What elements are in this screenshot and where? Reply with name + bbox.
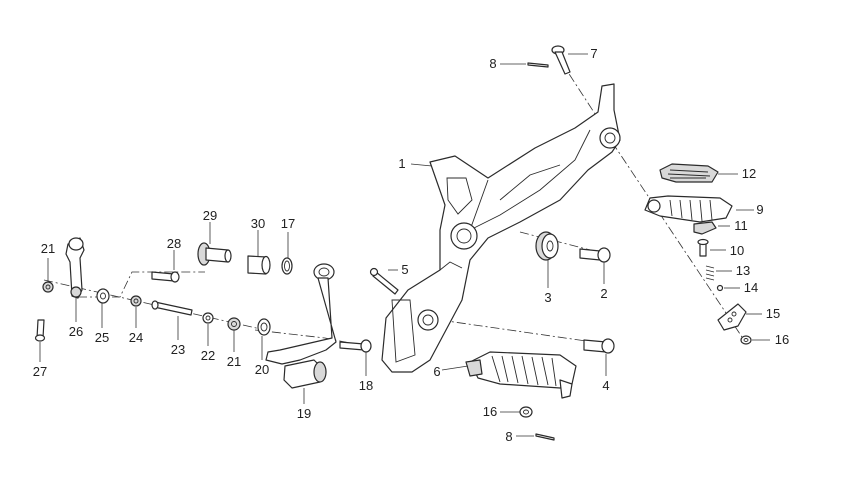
callout-6: 6 — [433, 364, 440, 379]
callout-20: 20 — [255, 362, 269, 377]
callout-10: 10 — [730, 243, 744, 258]
callout-17: 17 — [281, 216, 295, 231]
seal-20 — [257, 318, 271, 336]
callout-22: 22 — [201, 348, 215, 363]
callout-16-right: 16 — [775, 332, 789, 347]
callout-18: 18 — [359, 378, 373, 393]
callout-27: 27 — [33, 364, 47, 379]
nut-21-right — [227, 317, 241, 331]
small-bolt-10 — [697, 238, 709, 257]
callout-24: 24 — [129, 330, 143, 345]
leader-lines — [39, 53, 770, 437]
callout-8-upper: 8 — [489, 56, 496, 71]
detent-ball-14 — [716, 284, 724, 292]
cotter-pin-8-upper — [527, 62, 549, 68]
callout-14: 14 — [744, 280, 758, 295]
callout-21-right: 21 — [227, 354, 241, 369]
bracket-clip-11 — [693, 221, 717, 235]
bushing-30 — [247, 255, 271, 275]
pivot-bushing-29 — [197, 242, 232, 266]
callout-11: 11 — [734, 218, 748, 233]
callout-21-left: 21 — [41, 241, 55, 256]
spacer-bushing-3 — [535, 231, 559, 261]
callout-29: 29 — [203, 208, 217, 223]
bolt-18 — [339, 339, 372, 353]
callout-19: 19 — [297, 406, 311, 421]
nut-21-left — [42, 281, 54, 293]
callout-23: 23 — [171, 342, 185, 357]
washer-16-bottom — [519, 406, 533, 418]
linkage-rod-23 — [151, 300, 193, 316]
lever-19 — [265, 263, 337, 389]
callout-30: 30 — [251, 216, 265, 231]
washer-25 — [96, 288, 110, 304]
callout-9: 9 — [756, 202, 763, 217]
callout-8-lower: 8 — [505, 429, 512, 444]
callout-15: 15 — [766, 306, 780, 321]
washer-22 — [202, 312, 214, 324]
o-ring-17 — [281, 257, 293, 275]
cotter-pin-8-lower — [535, 433, 555, 441]
callout-5: 5 — [401, 262, 408, 277]
callout-26: 26 — [69, 324, 83, 339]
callout-25: 25 — [95, 330, 109, 345]
clevis-pin-7 — [551, 45, 571, 75]
bolt-2 — [579, 247, 611, 263]
callout-12: 12 — [742, 166, 756, 181]
assembly-axes — [43, 59, 745, 346]
rod-end-26 — [65, 237, 85, 299]
callout-labels: 1 2 3 4 5 6 7 8 8 9 10 11 12 13 14 15 16… — [33, 46, 789, 444]
bolt-27 — [34, 319, 46, 342]
callout-13: 13 — [736, 263, 750, 278]
washer-16-right — [740, 335, 752, 345]
callout-16-bottom: 16 — [483, 404, 497, 419]
rider-footpeg-6 — [465, 351, 577, 399]
rubber-pad-12 — [659, 163, 719, 183]
callout-7: 7 — [590, 46, 597, 61]
bolt-4 — [583, 338, 615, 354]
pin-5 — [369, 267, 399, 295]
pin-28 — [151, 271, 180, 283]
detent-plate-15 — [717, 303, 747, 331]
passenger-footpeg-9 — [644, 195, 733, 223]
spring-13 — [705, 265, 715, 281]
main-bracket-plate — [381, 83, 621, 373]
nut-24 — [130, 295, 142, 307]
callout-1: 1 — [398, 156, 405, 171]
callout-3: 3 — [544, 290, 551, 305]
callout-2: 2 — [600, 286, 607, 301]
callout-28: 28 — [167, 236, 181, 251]
callout-4: 4 — [602, 378, 609, 393]
